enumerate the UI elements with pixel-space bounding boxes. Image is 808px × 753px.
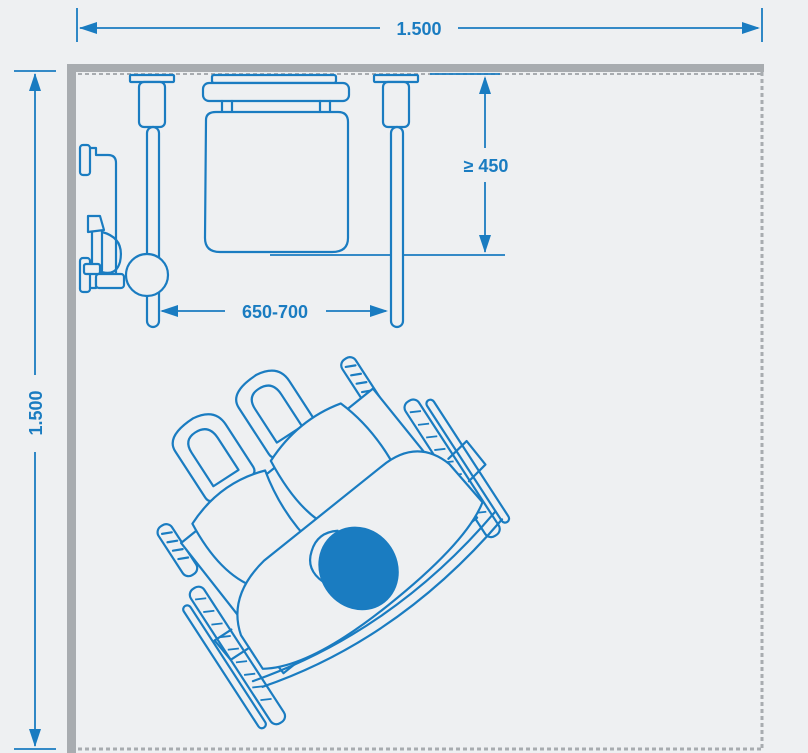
backrest bbox=[251, 510, 496, 683]
arrow-up-seat bbox=[479, 76, 491, 94]
arrow-right-spacing bbox=[370, 305, 388, 317]
toilet-paper-holder bbox=[100, 230, 122, 274]
arrow-right bbox=[742, 22, 760, 34]
grab-bar-hinge bbox=[124, 252, 170, 298]
left-height-dimension: 1.500 bbox=[14, 70, 56, 750]
toilet-seat bbox=[203, 110, 350, 254]
toilet bbox=[201, 73, 351, 254]
head bbox=[318, 526, 399, 611]
arrow-left bbox=[79, 22, 97, 34]
room-outline bbox=[67, 64, 764, 753]
left-arm bbox=[213, 628, 251, 661]
wheelchair-user bbox=[156, 356, 511, 730]
seat-depth-label: ≥ 450 bbox=[464, 156, 509, 176]
top-width-label: 1.500 bbox=[396, 19, 441, 39]
left-grab-bar bbox=[124, 73, 176, 329]
grab-bar-spacing-label: 650-700 bbox=[242, 302, 308, 322]
top-wall bbox=[67, 64, 764, 72]
left-height-label: 1.500 bbox=[26, 390, 46, 435]
arrow-up bbox=[29, 73, 41, 91]
left-wall bbox=[67, 64, 76, 753]
arrow-down bbox=[29, 729, 41, 747]
right-grab-bar bbox=[372, 73, 420, 329]
arrow-left-spacing bbox=[160, 305, 178, 317]
right-arm bbox=[447, 439, 487, 483]
wall-rail bbox=[78, 143, 126, 294]
arrow-down-seat bbox=[479, 235, 491, 253]
grab-bar-spacing-dimension: 650-700 bbox=[160, 302, 388, 322]
top-width-dimension: 1.500 bbox=[76, 8, 763, 42]
toilet-tank bbox=[210, 73, 338, 85]
seat-depth-dimension: ≥ 450 bbox=[270, 73, 509, 256]
